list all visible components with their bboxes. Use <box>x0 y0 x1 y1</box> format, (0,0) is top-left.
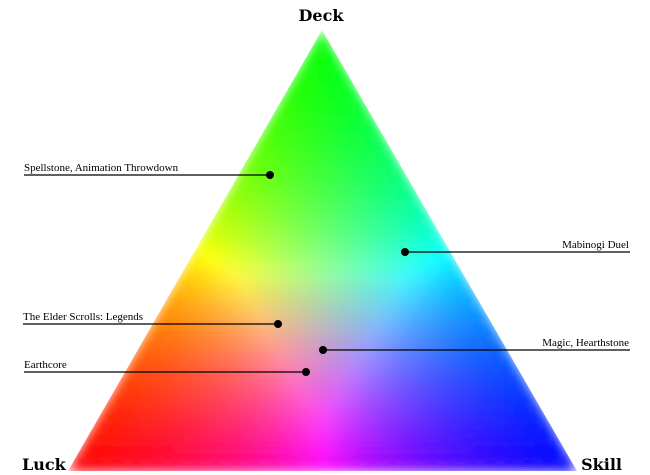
point-label: Earthcore <box>24 359 67 371</box>
point-marker <box>266 171 274 179</box>
point-spellstone: Spellstone, Animation Throwdown <box>24 162 274 179</box>
point-elder-scrolls-legends: The Elder Scrolls: Legends <box>23 311 282 328</box>
point-magic-hearthstone: Magic, Hearthstone <box>319 337 630 354</box>
point-label: Spellstone, Animation Throwdown <box>24 162 179 174</box>
vertex-label-deck: Deck <box>299 6 345 25</box>
point-marker <box>319 346 327 354</box>
point-label: Magic, Hearthstone <box>542 337 629 349</box>
vertex-label-skill: Skill <box>581 455 622 474</box>
point-mabinogi-duel: Mabinogi Duel <box>401 239 630 256</box>
point-marker <box>302 368 310 376</box>
point-earthcore: Earthcore <box>24 359 310 376</box>
point-marker <box>274 320 282 328</box>
vertex-label-luck: Luck <box>22 455 67 474</box>
point-label: Mabinogi Duel <box>562 239 629 251</box>
point-label: The Elder Scrolls: Legends <box>23 311 143 323</box>
point-marker <box>401 248 409 256</box>
color-triangle <box>68 30 577 471</box>
